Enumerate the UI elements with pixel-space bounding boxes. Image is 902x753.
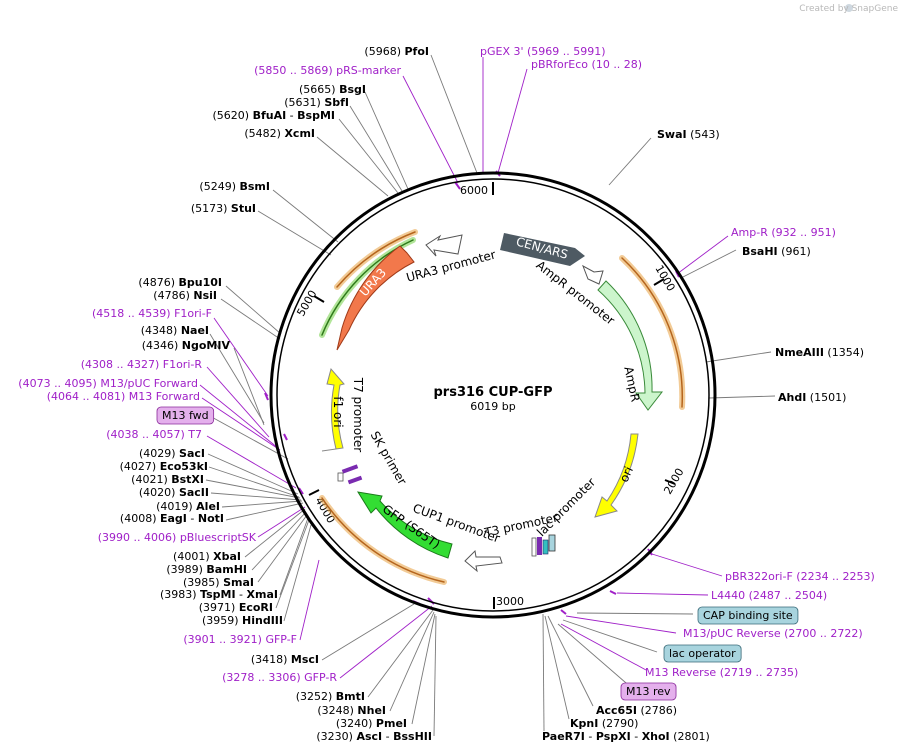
backbone-outer-ring: [269, 171, 717, 619]
site-label-pmei: (3240) PmeI: [336, 717, 407, 730]
primer-label-amp-r: Amp-R (932 .. 951): [731, 226, 836, 239]
site-label-acc65i: Acc65I (2786): [596, 704, 677, 717]
site-label-nhei: (3248) NheI: [317, 704, 386, 717]
backbone: [269, 171, 717, 619]
feature-box-m13-rev: M13 rev: [620, 682, 677, 701]
site-label-bsgi: (5665) BsgI: [299, 83, 366, 96]
feature-box-label-m13-fwd: M13 fwd: [162, 409, 209, 422]
sk-primer-label: SK primer: [368, 429, 410, 487]
feature-box-bg-lac-operator: [663, 644, 742, 663]
feature-ampr: AmpR: [597, 280, 664, 411]
ori-label: ori: [617, 464, 636, 484]
feature-box-cap-binding-site: CAP binding site: [697, 606, 799, 625]
site-label-bfuai: (5620) BfuAI - BspMI: [212, 109, 335, 122]
site-label-eco53ki: (4027) Eco53kI: [120, 460, 208, 473]
primer-label-gfp-r: (3278 .. 3306) GFP-R: [222, 671, 337, 684]
site-label-bstxi: (4021) BstXI: [131, 473, 204, 486]
credit-text: Created by SnapGene: [799, 4, 898, 14]
site-label-asci: (3230) AscI - BssHII: [316, 730, 432, 743]
feature-box-bg-m13-rev: [620, 682, 677, 701]
lac-promoter-label: lac promoter: [534, 475, 598, 539]
primer-label-t7: (4038 .. 4057) T7: [106, 428, 202, 441]
tick-3000: 3000: [496, 595, 524, 608]
site-label-nsii: (4786) NsiI: [153, 289, 217, 302]
feature-box-bg-cap-binding-site: [697, 606, 799, 625]
site-label-swai: SwaI (543): [657, 128, 720, 141]
primer-label-pbluescriptsk: (3990 .. 4006) pBluescriptSK: [98, 531, 257, 544]
site-label-paer7i: PaeR7I - PspXI - XhoI (2801): [542, 730, 710, 743]
site-label-saci: (4029) SacI: [139, 447, 205, 460]
primer-label-pbr322ori-f: pBR322ori-F (2234 .. 2253): [725, 570, 875, 583]
t7-promoter-label: T7 promoter: [351, 377, 365, 453]
site-label-eagi: (4008) EagI - NotI: [120, 512, 224, 525]
tick-2000: 2000: [661, 466, 686, 497]
primer-label-pbrforeco: pBRforEco (10 .. 28): [531, 58, 642, 71]
site-label-hindiii: (3959) HindIII: [202, 614, 283, 627]
feature-box-bg-m13-fwd: [156, 406, 215, 425]
primer-label-prs-marker: (5850 .. 5869) pRS-marker: [254, 64, 401, 77]
site-labels: (5968) PfoI pGEX 3' (5969 .. 5991)pBRforE…: [18, 45, 875, 743]
site-label-sbfi: (5631) SbfI: [284, 96, 349, 109]
site-label-ahdi: AhdI (1501): [778, 391, 846, 404]
site-label-sacii: (4020) SacII: [139, 486, 209, 499]
primer-label-m13-forward: (4064 .. 4081) M13 Forward: [47, 390, 200, 403]
f1-ori-label: f1 ori: [331, 396, 345, 427]
feature-lac-cluster: [531, 534, 556, 557]
site-label-msci: (3418) MscI: [251, 653, 319, 666]
site-label-ngomiv: (4346) NgoMIV: [142, 339, 231, 352]
feature-box-label-m13-rev: M13 rev: [626, 685, 671, 698]
feature-ori: ori: [594, 433, 639, 518]
feature-sk-t7-marks: [337, 464, 363, 485]
feature-box-lac-operator: lac operator: [663, 644, 742, 663]
snapgene-credit: Created by SnapGene: [799, 4, 898, 14]
plasmid-size: 6019 bp: [470, 400, 515, 413]
snapgene-logo-icon: [845, 4, 853, 12]
site-label-alei: (4019) AleI: [156, 500, 220, 513]
primer-label-pgex-3-: pGEX 3' (5969 .. 5991): [480, 45, 606, 58]
site-label-bsmi: (5249) BsmI: [199, 180, 270, 193]
primer-label-m13-puc-reverse: M13/pUC Reverse (2700 .. 2722): [683, 627, 863, 640]
backbone-inner-ring: [276, 178, 710, 612]
site-label-xcmi: (5482) XcmI: [244, 127, 315, 140]
primer-label-f1ori-f: (4518 .. 4539) F1ori-F: [92, 307, 212, 320]
site-label-bmti: (3252) BmtI: [296, 690, 365, 703]
tick-6000: 6000: [460, 184, 488, 197]
primer-label-f1ori-r: (4308 .. 4327) F1ori-R: [81, 358, 203, 371]
site-label-bpu10i: (4876) Bpu10I: [138, 276, 222, 289]
feature-ura3-promoter: URA3 promoter: [405, 234, 497, 285]
primer-label-l4440: L4440 (2487 .. 2504): [711, 589, 827, 602]
site-label-ecori: (3971) EcoRI: [199, 601, 273, 614]
site-label-kpni: KpnI (2790): [570, 717, 638, 730]
ampr-label: AmpR: [621, 365, 642, 403]
primer-label-m13-reverse: M13 Reverse (2719 .. 2735): [645, 666, 798, 679]
plasmid-name: prs316 CUP-GFP: [434, 385, 553, 400]
feature-box-label-cap-binding-site: CAP binding site: [703, 609, 793, 622]
site-label-tspmi: (3983) TspMI - XmaI: [160, 588, 278, 601]
primer-label-m13-puc-forward: (4073 .. 4095) M13/pUC Forward: [18, 377, 198, 390]
site-label-pfoi: (5968) PfoI: [364, 45, 429, 58]
site-label-bsahi: BsaHI (961): [742, 245, 811, 258]
site-label-smai: (3985) SmaI: [183, 576, 254, 589]
feature-box-label-lac-operator: lac operator: [669, 647, 736, 660]
feature-f1-ori: f1 ori: [321, 367, 345, 452]
site-label-bamhi: (3989) BamHI: [166, 563, 247, 576]
site-label-naei: (4348) NaeI: [141, 324, 209, 337]
site-label-xbai: (4001) XbaI: [173, 550, 241, 563]
leader-lines: [199, 54, 776, 737]
site-label-stui: (5173) StuI: [191, 202, 256, 215]
feature-cup1-promoter: [464, 549, 503, 573]
feature-box-m13-fwd: M13 fwd: [156, 406, 215, 425]
primer-label-gfp-f: (3901 .. 3921) GFP-F: [183, 633, 297, 646]
tick-marks: [308, 182, 676, 609]
site-label-nmeaiii: NmeAIII (1354): [775, 346, 864, 359]
